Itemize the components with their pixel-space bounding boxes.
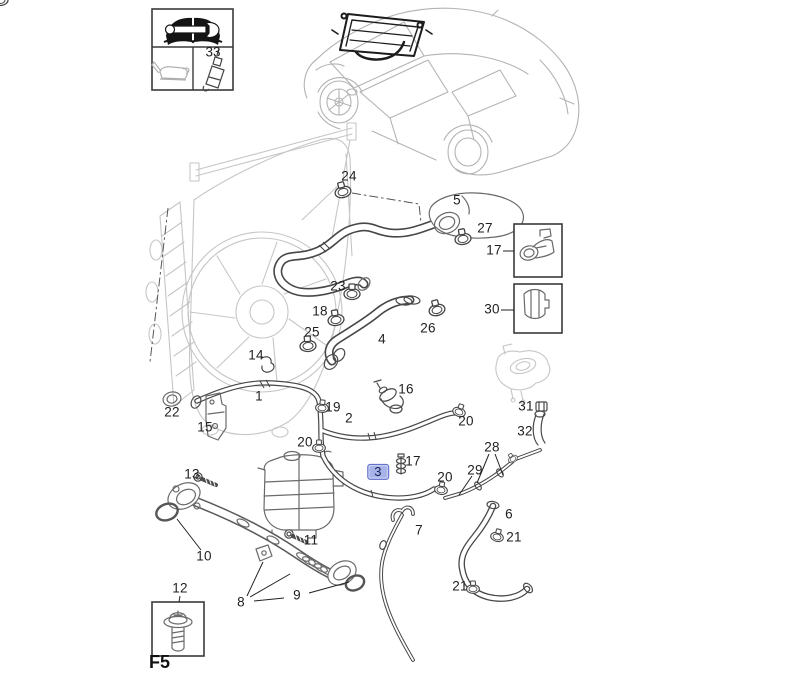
part-label-15: 15	[197, 419, 213, 435]
sealant-tube-icon	[202, 48, 225, 92]
part-label-13: 13	[184, 466, 200, 482]
part-label-8: 8	[237, 594, 245, 610]
part-label-6: 6	[505, 506, 513, 522]
engine-bay-radiator-drawing	[331, 12, 433, 61]
part-label-10: 10	[196, 548, 212, 564]
small-part-drawings	[162, 356, 548, 544]
part-label-7: 7	[415, 522, 423, 538]
part-label-26: 26	[420, 320, 436, 336]
part-label-17-sensor: 17	[405, 453, 421, 469]
part-label-2: 2	[345, 410, 353, 426]
bolt-11	[284, 529, 308, 544]
dash-dot-lines	[149, 192, 422, 363]
part-label-18: 18	[312, 303, 328, 319]
clamp-icons	[0, 0, 520, 594]
legend-box	[151, 8, 234, 92]
leader-lines	[176, 250, 514, 603]
part-label-20-b: 20	[297, 434, 313, 450]
bleeder-17	[395, 453, 407, 475]
part-label-17-box: 17	[486, 242, 502, 258]
part-label-23: 23	[330, 278, 346, 294]
part-label-9: 9	[293, 587, 301, 603]
part-label-1: 1	[255, 388, 263, 404]
o-ring-10	[155, 502, 179, 522]
bolt-13	[193, 472, 218, 487]
part-label-16: 16	[398, 381, 414, 397]
part-label-20-a: 20	[458, 413, 474, 429]
throttle-body-drawing	[495, 343, 551, 405]
part-label-31: 31	[518, 398, 534, 414]
part-label-27: 27	[477, 220, 493, 236]
boxed-part-30	[513, 283, 563, 334]
part-label-25: 25	[304, 324, 320, 340]
car-outline-drawing	[303, 7, 580, 176]
part-label-11: 11	[303, 532, 319, 548]
part-label-21-b: 21	[452, 578, 468, 594]
part-label-19: 19	[325, 399, 341, 415]
legend-ref-number: 33	[205, 44, 221, 60]
coolant-pipe-drawing	[155, 482, 366, 592]
part-label-20-c: 20	[437, 469, 453, 485]
grommet-22	[162, 391, 182, 407]
part-label-21-a: 21	[506, 529, 522, 545]
part-label-29: 29	[467, 462, 483, 478]
boxed-part-12	[151, 601, 205, 657]
part-label-30: 30	[484, 301, 500, 317]
grid-reference: F5	[149, 652, 171, 672]
part-label-24: 24	[341, 168, 357, 184]
part-label-5: 5	[453, 192, 461, 208]
part-label-14: 14	[248, 347, 264, 363]
book-wrench-icon	[163, 17, 223, 45]
clip-31	[535, 401, 548, 412]
radiator-fan-assembly-drawing	[145, 122, 357, 438]
clip-14	[261, 356, 275, 373]
part-label-3-selected[interactable]: 3	[367, 463, 389, 481]
bracket-15	[205, 392, 227, 441]
part-label-12: 12	[172, 580, 188, 596]
part-label-22: 22	[164, 404, 180, 420]
part-label-32: 32	[517, 423, 533, 439]
oil-can-icon	[151, 60, 190, 81]
sensor-16	[373, 379, 404, 414]
o-ring-9	[344, 574, 366, 592]
boxed-part-17	[513, 223, 563, 278]
part-label-28: 28	[484, 439, 500, 455]
part-label-4: 4	[378, 331, 386, 347]
hose-drawings	[190, 192, 546, 662]
